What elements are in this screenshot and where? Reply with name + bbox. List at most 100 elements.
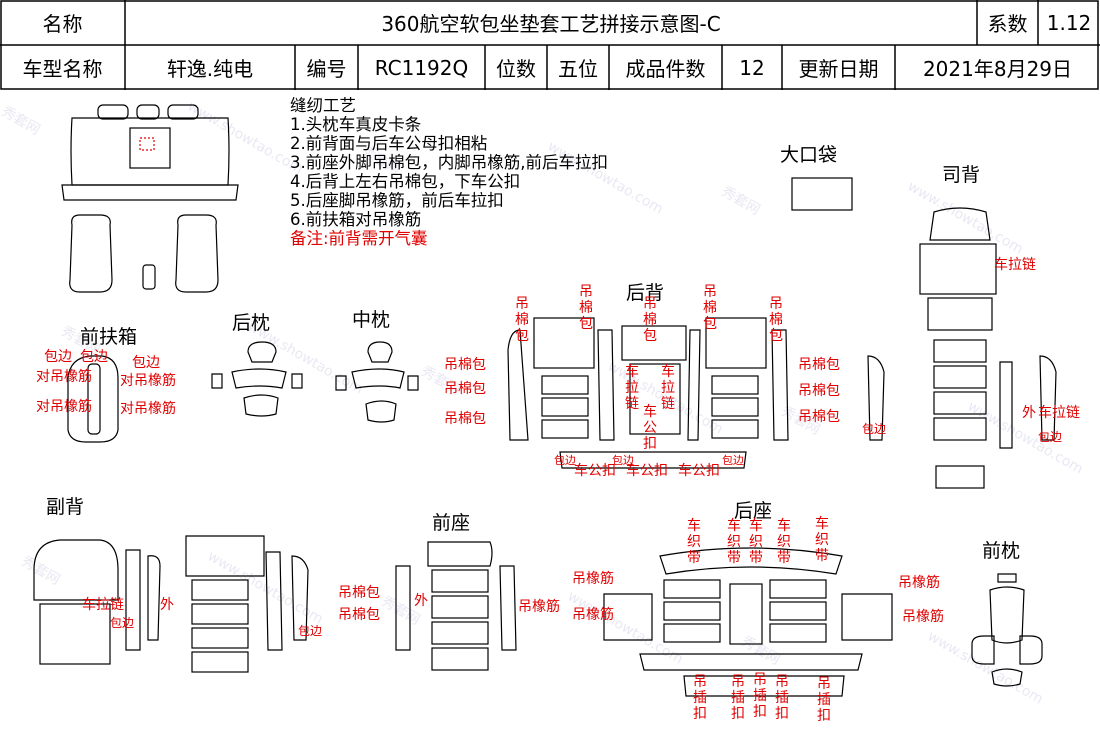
label-rear-seat: 后座 bbox=[734, 500, 773, 522]
note-wai: 外 bbox=[1022, 405, 1036, 421]
label-passenger-back: 副背 bbox=[46, 496, 85, 518]
note-che-lalian-v: 车拉链 bbox=[661, 364, 675, 412]
header-table: 名称 360航空软包坐垫套工艺拼接示意图-C 系数 1.12 车型名称 轩逸.纯… bbox=[0, 0, 1100, 90]
label-big-pocket: 大口袋 bbox=[780, 144, 838, 166]
note-bao-bian: 包边 bbox=[1038, 430, 1063, 444]
coef-value: 1.12 bbox=[1046, 10, 1092, 35]
note-line: 3.前座外脚吊棉包，内脚吊橡筋,前后车拉扣 bbox=[290, 153, 608, 172]
seats-value: 五位 bbox=[558, 57, 598, 81]
note-diao-mianbao: 吊棉包 bbox=[338, 585, 380, 601]
note-che-lalian-v: 车拉链 bbox=[625, 364, 639, 412]
header-grid bbox=[0, 0, 1100, 90]
note-dui-diao: 对吊橡筋 bbox=[36, 369, 92, 385]
note-diao-mianbao-v: 吊棉包 bbox=[515, 296, 529, 344]
note-che-gongkou: 车公扣 bbox=[678, 463, 720, 479]
note-diao-chakou: 吊插扣 bbox=[775, 674, 789, 722]
seats-label: 位数 bbox=[496, 57, 536, 81]
note-dui-diao: 对吊橡筋 bbox=[120, 373, 176, 389]
note-diao-chakou: 吊插扣 bbox=[817, 676, 831, 724]
note-bao-bian: 包边 bbox=[110, 616, 135, 630]
note-diao-mianbao: 吊棉包 bbox=[798, 383, 840, 399]
note-line: 6.前扶箱对吊橡筋 bbox=[290, 210, 422, 229]
notes-title: 缝纫工艺 bbox=[290, 96, 356, 115]
label-rear-headrest: 后枕 bbox=[232, 312, 271, 334]
note-diao-chakou: 吊插扣 bbox=[693, 674, 707, 722]
note-che-zhidai: 车织带 bbox=[777, 518, 791, 566]
date-label: 更新日期 bbox=[798, 57, 879, 81]
driver-back-pattern bbox=[867, 207, 1057, 489]
note-diao-mianbao: 吊棉包 bbox=[444, 381, 486, 397]
note-diao-xiangjin: 吊橡筋 bbox=[572, 607, 614, 623]
model-value: 轩逸.纯电 bbox=[166, 57, 254, 81]
note-diao-mianbao: 吊棉包 bbox=[798, 409, 840, 425]
note-line: 4.后背上左右吊棉包，下车公扣 bbox=[290, 172, 521, 191]
note-diao-mianbao: 吊棉包 bbox=[338, 607, 380, 623]
note-diao-xiangjin: 吊橡筋 bbox=[518, 599, 560, 615]
rear-headrest-pattern bbox=[211, 341, 303, 417]
label-front-headrest: 前枕 bbox=[982, 540, 1021, 562]
note-bao-bian: 包边 bbox=[612, 454, 634, 467]
note-dui-diao: 对吊橡筋 bbox=[120, 401, 176, 417]
note-bao-bian: 包边 bbox=[862, 422, 887, 436]
middle-headrest-pattern bbox=[335, 341, 419, 423]
note-diao-mianbao-v: 吊棉包 bbox=[643, 296, 657, 344]
note-bao-bian: 包边 bbox=[298, 624, 323, 638]
note-che-lalian: 车拉链 bbox=[1038, 405, 1080, 421]
name-label: 名称 bbox=[42, 12, 83, 36]
model-label: 车型名称 bbox=[22, 57, 103, 81]
note-che-zhidai: 车织带 bbox=[727, 518, 741, 566]
front-armrest-pattern bbox=[67, 355, 119, 443]
note-diao-xiangjin: 吊橡筋 bbox=[572, 571, 614, 587]
note-che-zhidai: 车织带 bbox=[815, 516, 829, 564]
note-diao-mianbao-v: 吊棉包 bbox=[703, 284, 717, 332]
note-diao-mianbao: 吊棉包 bbox=[444, 411, 486, 427]
note-diao-mianbao: 吊棉包 bbox=[798, 357, 840, 373]
note-che-zhidai: 车织带 bbox=[687, 518, 701, 566]
date-value: 2021年8月29日 bbox=[922, 57, 1073, 81]
seat-overview-thumbnail bbox=[61, 104, 239, 293]
note-bao-bian: 包边 bbox=[554, 454, 576, 467]
note-bao-bian: 包边 bbox=[722, 454, 744, 467]
note-diao-mianbao: 吊棉包 bbox=[444, 357, 486, 373]
rear-seat-pattern bbox=[603, 547, 893, 697]
note-che-gongkou: 车公扣 bbox=[574, 463, 616, 479]
note-bao-bian: 包边 bbox=[44, 349, 72, 365]
note-che-lalian: 车拉链 bbox=[994, 257, 1036, 273]
note-wai: 外 bbox=[414, 593, 428, 609]
note-diao-xiangjin: 吊橡筋 bbox=[898, 575, 940, 591]
note-che-gongkou: 车公扣 bbox=[626, 463, 668, 479]
pieces-value: 12 bbox=[739, 55, 765, 80]
note-line: 2.前背面与后车公母扣相粘 bbox=[290, 134, 488, 153]
code-value: RC1192Q bbox=[374, 55, 469, 80]
note-che-gongkou-v: 车公扣 bbox=[643, 404, 657, 452]
big-pocket-pattern bbox=[791, 177, 853, 211]
note-line: 5.后座脚吊橡筋，前后车拉扣 bbox=[290, 191, 504, 210]
note-diao-chakou: 吊插扣 bbox=[753, 672, 767, 720]
notes-remark: 备注:前背需开气囊 bbox=[290, 229, 428, 248]
label-driver-back: 司背 bbox=[942, 164, 981, 186]
front-headrest-pattern bbox=[971, 573, 1043, 687]
note-che-zhidai: 车织带 bbox=[749, 518, 763, 566]
note-bao-bian: 包边 bbox=[80, 349, 108, 365]
page-title: 360航空软包坐垫套工艺拼接示意图-C bbox=[381, 12, 721, 36]
label-front-armrest: 前扶箱 bbox=[80, 326, 138, 348]
note-bao-bian: 包边 bbox=[132, 355, 160, 371]
passenger-back-pattern bbox=[33, 535, 309, 673]
note-diao-mianbao-v: 吊棉包 bbox=[579, 284, 593, 332]
note-che-lalian: 车拉链 bbox=[82, 597, 124, 613]
pieces-label: 成品件数 bbox=[625, 57, 706, 81]
label-front-seat: 前座 bbox=[432, 512, 471, 534]
front-seat-pattern bbox=[395, 541, 517, 671]
note-line: 1.头枕车真皮卡条 bbox=[290, 115, 422, 134]
coef-label: 系数 bbox=[987, 12, 1028, 36]
code-label: 编号 bbox=[306, 57, 347, 81]
note-diao-xiangjin: 吊橡筋 bbox=[902, 609, 944, 625]
note-diao-mianbao-v: 吊棉包 bbox=[769, 296, 783, 344]
label-middle-headrest: 中枕 bbox=[352, 309, 391, 331]
note-dui-diao: 对吊橡筋 bbox=[36, 399, 92, 415]
note-diao-chakou: 吊插扣 bbox=[731, 674, 745, 722]
label-rear-back: 后背 bbox=[626, 282, 665, 304]
process-notes: 缝纫工艺 1.头枕车真皮卡条 2.前背面与后车公母扣相粘 3.前座外脚吊棉包，内… bbox=[290, 96, 608, 248]
rear-back-pattern bbox=[507, 317, 789, 469]
